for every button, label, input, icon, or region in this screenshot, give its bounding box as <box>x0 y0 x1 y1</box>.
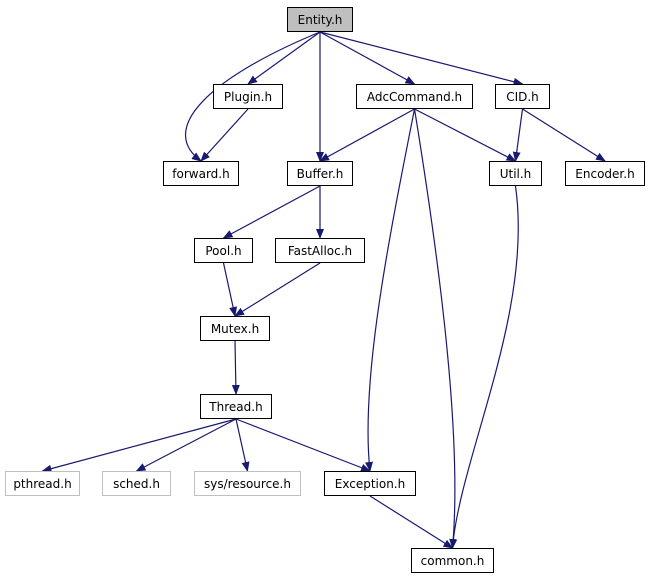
edge-adccommand-to-common <box>413 108 458 549</box>
node-mutex-h[interactable]: Mutex.h <box>200 316 270 341</box>
node-forward-h[interactable]: forward.h <box>163 161 239 186</box>
edge-thread-to-exception <box>235 418 371 472</box>
edge-adccommand-to-exception <box>365 108 416 472</box>
node-entity-h[interactable]: Entity.h <box>287 7 353 32</box>
node-fastalloc-h[interactable]: FastAlloc.h <box>275 238 365 263</box>
node-thread-h[interactable]: Thread.h <box>200 394 272 419</box>
node-sched-h[interactable]: sched.h <box>102 471 171 496</box>
edge-adccommand-to-util <box>414 108 517 162</box>
node-exception-h[interactable]: Exception.h <box>324 471 416 496</box>
edge-buffer-to-pool <box>222 185 321 239</box>
edge-exception-to-common <box>369 495 454 549</box>
edge-entity-to-adccommand <box>319 31 416 85</box>
edge-cid-to-util <box>512 108 524 162</box>
edge-plugin-to-forward <box>200 108 249 162</box>
node-adccommand-h[interactable]: AdcCommand.h <box>356 84 473 109</box>
edge-thread-to-sysresource <box>235 418 250 472</box>
node-util-h[interactable]: Util.h <box>489 161 542 186</box>
node-common-h[interactable]: common.h <box>411 548 494 573</box>
node-sys-resource-h[interactable]: sys/resource.h <box>194 471 301 496</box>
edge-util-to-common <box>449 185 519 549</box>
edge-entity-to-forward <box>184 31 321 162</box>
node-plugin-h[interactable]: Plugin.h <box>213 84 283 109</box>
node-encoder-h[interactable]: Encoder.h <box>565 161 645 186</box>
node-pthread-h[interactable]: pthread.h <box>5 471 80 496</box>
edge-thread-to-sched <box>135 418 237 472</box>
edge-mutex-to-thread <box>231 340 240 395</box>
edge-thread-to-pthread <box>41 418 237 473</box>
edge-entity-to-cid <box>319 31 524 86</box>
edge-pool-to-mutex <box>222 262 238 317</box>
edge-adccommand-to-buffer <box>319 108 415 162</box>
edge-entity-to-plugin <box>247 31 321 85</box>
node-buffer-h[interactable]: Buffer.h <box>287 161 353 186</box>
edge-cid-to-encoder <box>522 108 606 162</box>
node-cid-h[interactable]: CID.h <box>495 84 550 109</box>
edge-fastalloc-to-mutex <box>234 262 321 317</box>
node-pool-h[interactable]: Pool.h <box>194 238 253 263</box>
